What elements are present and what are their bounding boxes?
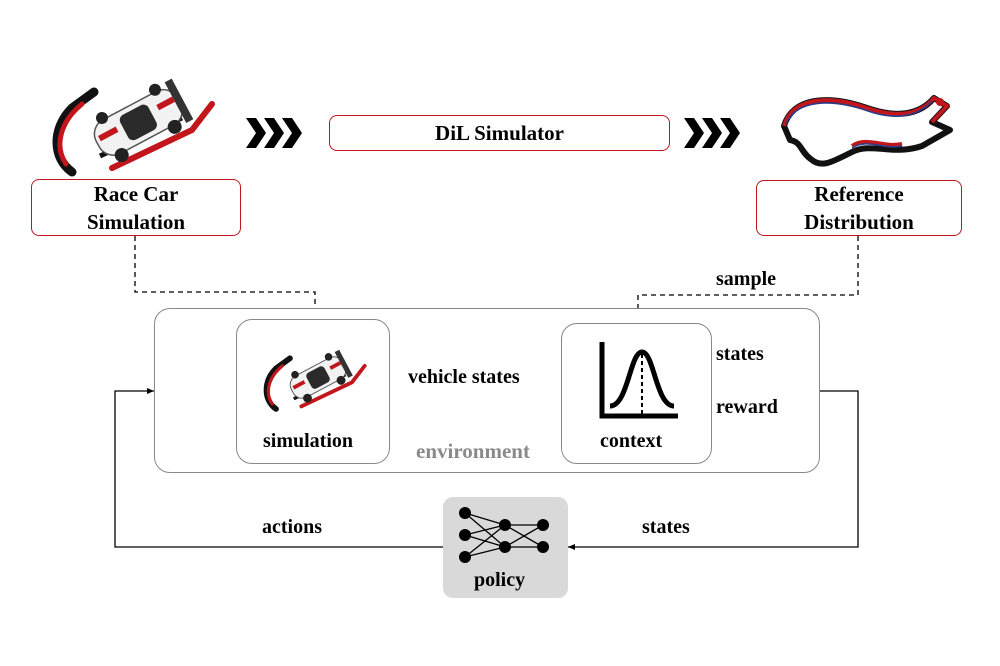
- race-track-icon: [781, 95, 953, 167]
- context-box: context: [561, 323, 712, 464]
- dil-simulator-box: DiL Simulator: [329, 115, 670, 151]
- states-out-label: states: [716, 343, 764, 365]
- gaussian-density-icon: [599, 342, 678, 419]
- race-car-icon: [52, 78, 215, 177]
- actions-label: actions: [262, 516, 322, 538]
- states-feedback-label: states: [642, 516, 690, 538]
- reward-out-label: reward: [716, 396, 778, 418]
- policy-label: policy: [474, 569, 526, 591]
- chevrons-right-icon: [246, 118, 302, 148]
- simulation-label: simulation: [263, 430, 354, 452]
- reference-distribution-box: Reference Distribution: [756, 180, 962, 236]
- race-car-icon: [263, 349, 367, 412]
- simulation-box: simulation: [236, 319, 390, 464]
- neural-network-icon: [459, 507, 549, 563]
- sample-label: sample: [716, 268, 776, 290]
- chevrons-right-icon: [684, 118, 740, 148]
- context-label: context: [600, 430, 663, 452]
- vehicle-states-label: vehicle states: [408, 366, 520, 388]
- race-car-dashed-link: [134, 236, 318, 319]
- policy-box: policy: [443, 497, 568, 598]
- environment-label: environment: [416, 439, 530, 463]
- race-car-simulation-box: Race Car Simulation: [31, 179, 241, 236]
- states-feedback-arrow: [568, 390, 859, 550]
- actions-feedback-arrow: [114, 388, 443, 548]
